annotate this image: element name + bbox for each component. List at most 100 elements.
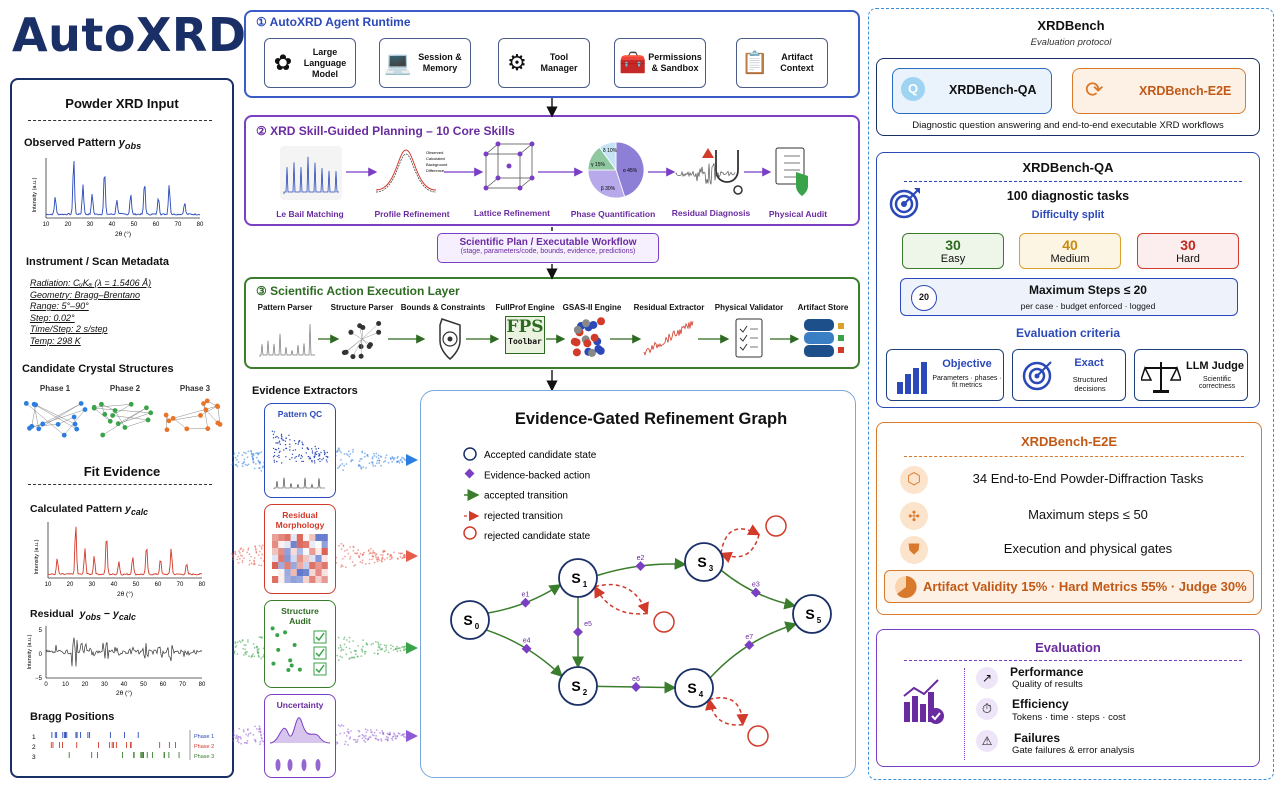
- wave-dot: [364, 452, 366, 455]
- heatmap-cell: [303, 534, 310, 541]
- wave-dot: [241, 454, 244, 456]
- wave-dot: [240, 641, 242, 644]
- wave-dot: [353, 649, 356, 652]
- atom: [358, 353, 364, 359]
- bond: [58, 416, 75, 425]
- action-fullprof: FullProf Engine: [495, 303, 555, 312]
- qc-dot: [293, 440, 296, 442]
- wave-dot: [342, 725, 345, 727]
- residual-sym-a: y: [79, 608, 86, 620]
- qc-pattern: [273, 477, 325, 489]
- e2e-row-steps: Maximum steps ≤ 50: [1028, 507, 1148, 522]
- wave-dot: [237, 555, 240, 558]
- qc-dot: [305, 452, 307, 454]
- wave-dot: [343, 638, 345, 640]
- criterion-sub: Structured decisions: [1072, 375, 1108, 393]
- store-square: [838, 323, 844, 329]
- qc-dot: [315, 448, 317, 450]
- wave-dot: [233, 730, 235, 732]
- wave-dot: [258, 636, 261, 639]
- growth-chart-icon: [903, 679, 944, 724]
- wave-dot: [337, 447, 340, 450]
- heatmap-cell: [296, 555, 303, 562]
- wave-dot: [364, 728, 367, 731]
- extractor-label: Uncertainty: [276, 700, 324, 710]
- qc-dot: [298, 454, 301, 456]
- database-icon: [804, 345, 834, 357]
- qc-dot: [279, 443, 281, 445]
- accepted-edge: [487, 584, 562, 614]
- qc-dot: [301, 447, 304, 449]
- wave-dot: [375, 553, 378, 556]
- easy-count: 30: [945, 237, 961, 253]
- extractor-label: Structure Audit: [281, 606, 319, 626]
- wave-dot: [255, 551, 258, 554]
- heatmap-cell: [272, 534, 279, 541]
- wave-dot: [389, 558, 392, 561]
- pie-slice: [598, 141, 617, 172]
- fit-evidence-header: Fit Evidence: [83, 464, 161, 479]
- rejected-edge: [594, 583, 649, 615]
- wave-dot: [380, 553, 382, 556]
- qc-dot: [281, 437, 283, 440]
- wave-dot: [232, 455, 235, 457]
- wave-dot: [360, 458, 363, 460]
- molecule-atom: [589, 320, 598, 329]
- checkbox-icon: [313, 646, 327, 660]
- heatmap-cell: [278, 569, 285, 576]
- wave-dot: [236, 740, 239, 742]
- wave-dot: [349, 546, 351, 548]
- y-tick-label: 5: [39, 628, 43, 634]
- qc-dot: [285, 456, 287, 458]
- metadata-item: Radiation: CᵤKₐ (λ = 1.5406 Å): [30, 278, 152, 288]
- wave-dot: [262, 560, 265, 562]
- wave-dot: [259, 741, 262, 743]
- heatmap-cell: [315, 576, 322, 583]
- qc-dot: [291, 457, 293, 459]
- wave-dot: [348, 455, 351, 458]
- action-structure-parser: Structure Parser: [330, 303, 394, 312]
- wave-dot: [233, 452, 236, 455]
- wave-dot: [240, 547, 243, 549]
- audit-atom: [271, 661, 276, 666]
- qc-dot: [325, 455, 327, 458]
- wave-dot: [364, 741, 367, 743]
- molecule-atom: [573, 325, 582, 334]
- state-label: S: [571, 570, 580, 586]
- heatmap-cell: [321, 562, 328, 569]
- wave-dot: [371, 558, 373, 561]
- wave-dot: [385, 454, 388, 457]
- wave-dot: [344, 555, 346, 558]
- x-tick-label: 20: [82, 682, 89, 688]
- stethoscope-icon: [715, 150, 739, 183]
- wave-dot: [252, 653, 254, 656]
- atom: [170, 415, 176, 421]
- qc-dot: [300, 454, 303, 457]
- divider: [28, 484, 212, 485]
- wave-dot: [239, 554, 242, 557]
- wave-dot: [368, 736, 371, 739]
- wave-dot: [234, 456, 237, 459]
- qc-dot: [289, 458, 291, 460]
- wave-dot: [255, 463, 257, 465]
- criterion-sub: Scientific correctness: [1198, 376, 1236, 390]
- heatmap-cell: [315, 541, 321, 548]
- e2e-cycle-icon: ⟳: [1085, 77, 1104, 102]
- openai-knot-icon: ✿: [273, 50, 293, 75]
- wave-dot: [256, 728, 258, 730]
- observed-sym: y: [118, 137, 125, 149]
- heatmap-cell: [321, 541, 328, 548]
- wave-dot: [384, 456, 387, 459]
- wave-dot: [359, 552, 362, 555]
- x-axis-label: 2θ (°): [116, 689, 132, 697]
- extractor-structure-audit: Structure Audit: [264, 600, 336, 688]
- wave-dot: [245, 742, 248, 744]
- xrdbench-sub: Evaluation protocol: [1030, 37, 1112, 48]
- e2e-row-tasks: 34 End-to-End Powder-Diffraction Tasks: [972, 471, 1204, 486]
- wave-dot: [403, 733, 406, 735]
- wave-dot: [393, 458, 395, 461]
- rejected-node: [653, 611, 675, 633]
- extractor-wave-graphics: [231, 442, 418, 754]
- wave-dot: [348, 647, 351, 650]
- wave-dot: [380, 464, 382, 467]
